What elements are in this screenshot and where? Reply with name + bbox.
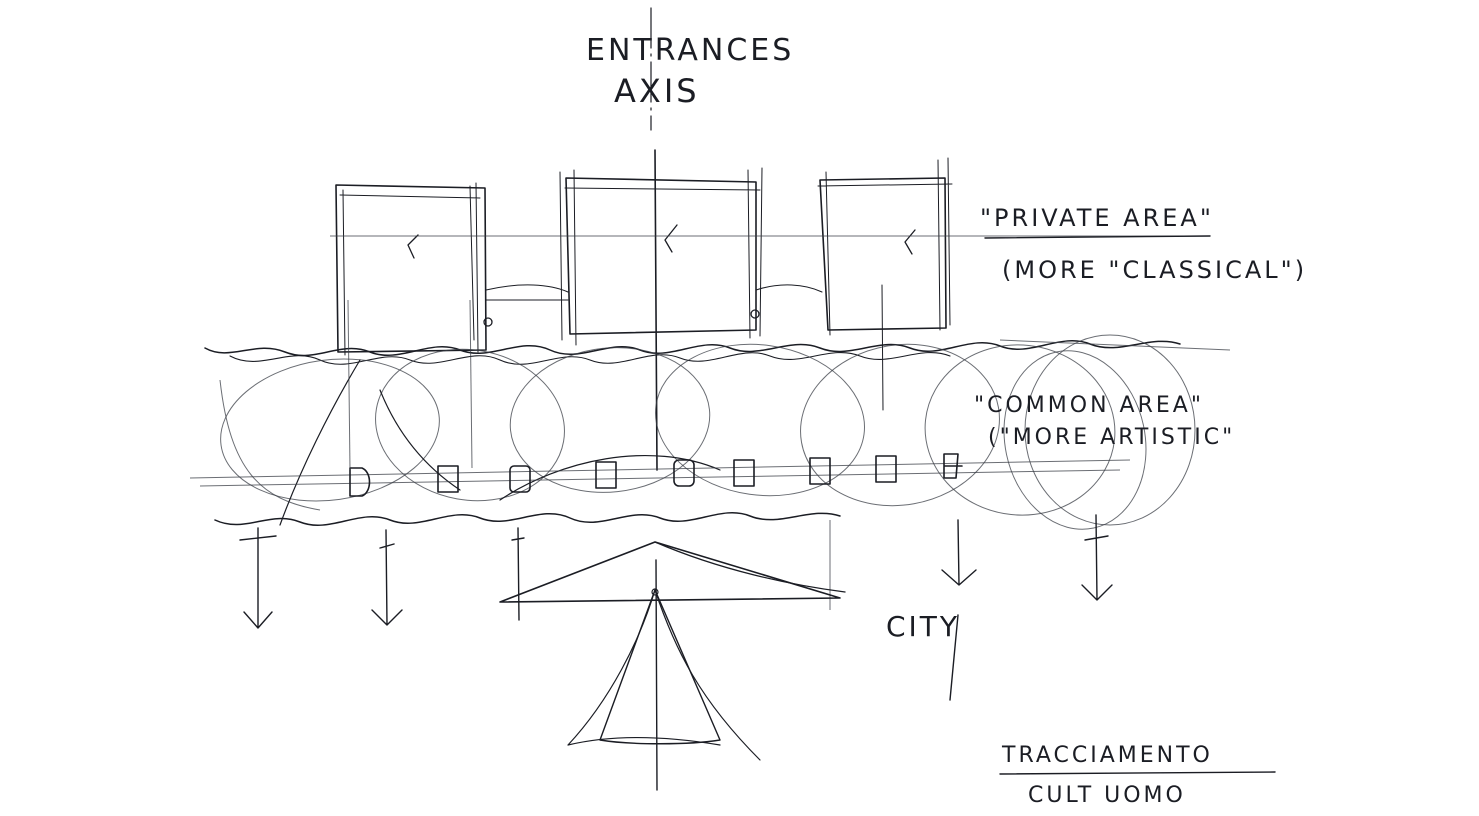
entrances-axis-line <box>650 7 658 791</box>
arrow-down-icon <box>511 527 525 621</box>
common-area-line1: "COMMON AREA" <box>974 393 1204 418</box>
column-row <box>189 453 1131 497</box>
signature-line1: TRACCIAMENTO <box>1001 743 1213 768</box>
column-1 <box>349 467 371 497</box>
common-area-organic-forms <box>204 334 1231 530</box>
private-block-right <box>817 157 953 411</box>
column-4 <box>595 461 617 489</box>
column-9 <box>943 453 963 479</box>
arrow-down-icon <box>239 527 277 629</box>
column-8 <box>875 455 897 483</box>
arrow-down-icon <box>1081 514 1113 601</box>
arrow-down-icon <box>371 529 403 626</box>
column-2 <box>437 465 459 493</box>
city-text: CITY <box>886 610 960 643</box>
arrow-down-icon <box>941 519 977 586</box>
common-area-label: "COMMON AREA" ("MORE ARTISTIC" <box>974 393 1235 450</box>
private-block-left <box>335 182 493 356</box>
private-area-line2: (MORE "CLASSICAL") <box>1002 256 1307 284</box>
city-label: CITY <box>886 610 960 701</box>
entrances-axis-label: ENTRANCES AXIS <box>586 33 794 110</box>
column-5 <box>673 459 695 487</box>
column-6 <box>733 459 755 487</box>
private-block-center <box>559 167 763 346</box>
signature-line2: CULT UOMO <box>1028 783 1186 808</box>
private-area-label: "PRIVATE AREA" (MORE "CLASSICAL") <box>980 204 1307 284</box>
signature-block: TRACCIAMENTO CULT UOMO <box>999 743 1276 808</box>
entrances-axis-line1: ENTRANCES <box>586 33 794 68</box>
column-3 <box>509 465 531 493</box>
entrance-plaza-triangle <box>499 541 846 761</box>
common-area-line2: ("MORE ARTISTIC" <box>988 425 1235 450</box>
city-arrows <box>239 514 1113 629</box>
private-area-blocks <box>330 157 1210 411</box>
column-7 <box>809 457 831 485</box>
private-area-line1: "PRIVATE AREA" <box>980 204 1214 232</box>
entrances-axis-line2: AXIS <box>614 72 700 110</box>
